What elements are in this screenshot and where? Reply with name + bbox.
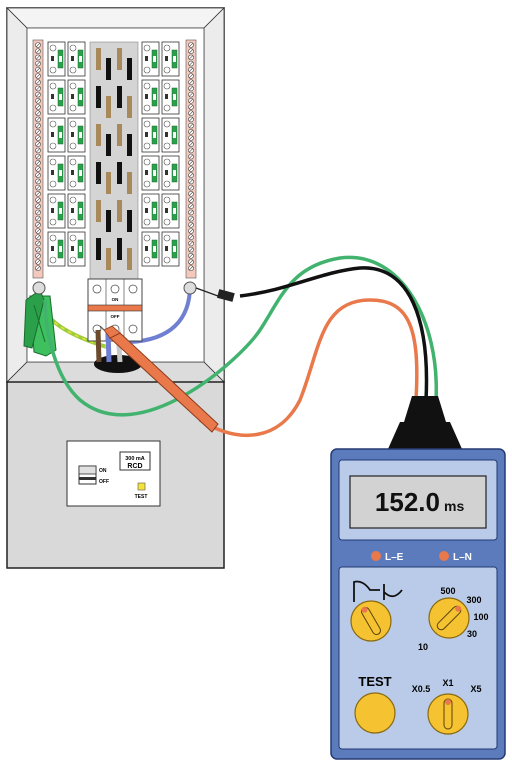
mcb-breaker[interactable] — [161, 155, 180, 191]
mcb-breaker[interactable] — [47, 155, 66, 191]
led-ln-label: L–N — [453, 552, 472, 563]
rcd-test-label: TEST — [135, 494, 148, 500]
neutral-terminal-strip — [32, 39, 44, 279]
black-lead-clip[interactable] — [183, 281, 235, 302]
range-selector-knob[interactable] — [428, 597, 470, 639]
red-test-lead — [199, 298, 419, 438]
busbar-cables — [96, 48, 132, 270]
cable-entry-hole — [94, 355, 142, 373]
range-label-100: 100 — [473, 612, 488, 622]
mcb-breaker[interactable] — [141, 117, 160, 153]
multiplier-label-x5: X5 — [470, 684, 481, 694]
waveform-phase-icon — [353, 580, 403, 602]
multiplier-label-x0-5: X0.5 — [412, 684, 431, 694]
mcb-breaker[interactable] — [67, 193, 86, 229]
mcb-breaker[interactable] — [67, 41, 86, 77]
range-label-30: 30 — [467, 629, 477, 639]
mcb-breaker[interactable] — [141, 41, 160, 77]
mcb-breaker[interactable] — [67, 231, 86, 267]
black-test-lead — [239, 266, 429, 401]
rcd-test-button[interactable] — [137, 482, 146, 491]
range-label-500: 500 — [440, 586, 455, 596]
mcb-breaker[interactable] — [161, 79, 180, 115]
rcd-on-label: ON — [99, 468, 107, 474]
led-ln-indicator — [439, 551, 449, 561]
mcb-breaker[interactable] — [47, 231, 66, 267]
main-switch-on-label: ON — [112, 297, 119, 302]
lcd-display — [349, 475, 487, 529]
rcd-off-label: OFF — [99, 479, 109, 485]
rcd-type-label: RCD — [127, 463, 142, 470]
main-switch-off-label: OFF — [111, 314, 120, 319]
mcb-breaker[interactable] — [161, 117, 180, 153]
range-label-300: 300 — [466, 595, 481, 605]
breaker-rows — [47, 41, 180, 267]
mcb-breaker[interactable] — [67, 79, 86, 115]
display-value: 152.0 — [375, 487, 440, 517]
mcb-breaker[interactable] — [67, 117, 86, 153]
earth-terminal-strip — [185, 39, 197, 279]
mcb-breaker[interactable] — [141, 231, 160, 267]
rcd-toggle-switch[interactable] — [78, 465, 97, 485]
multiplier-label-x1: X1 — [442, 678, 453, 688]
led-le-label: L–E — [385, 552, 404, 563]
mcb-breaker[interactable] — [47, 41, 66, 77]
rcd-rating-label: 300 mA — [125, 456, 145, 462]
mcb-breaker[interactable] — [141, 79, 160, 115]
loop-rcd-tester: 152.0 ms L–E L–N 500 300 100 30 10 TE — [330, 396, 506, 760]
display-unit: ms — [444, 498, 464, 514]
lead-connector — [404, 396, 446, 422]
mode-selector-knob[interactable] — [350, 600, 392, 642]
left-strip-probe — [32, 281, 46, 295]
test-button-label: TEST — [358, 674, 391, 689]
mcb-breaker[interactable] — [47, 79, 66, 115]
mcb-breaker[interactable] — [141, 193, 160, 229]
consumer-unit: ON OFF — [6, 7, 235, 383]
led-le-indicator — [371, 551, 381, 561]
mcb-breaker[interactable] — [141, 155, 160, 191]
mcb-breaker[interactable] — [47, 117, 66, 153]
mcb-breaker[interactable] — [161, 193, 180, 229]
mcb-breaker[interactable] — [47, 193, 66, 229]
range-label-10: 10 — [418, 642, 428, 652]
mcb-breaker[interactable] — [67, 155, 86, 191]
red-test-probe[interactable] — [99, 325, 219, 433]
mcb-breaker[interactable] — [161, 231, 180, 267]
multiplier-selector-knob[interactable] — [427, 693, 469, 735]
test-button[interactable] — [354, 692, 396, 734]
mcb-breaker[interactable] — [161, 41, 180, 77]
